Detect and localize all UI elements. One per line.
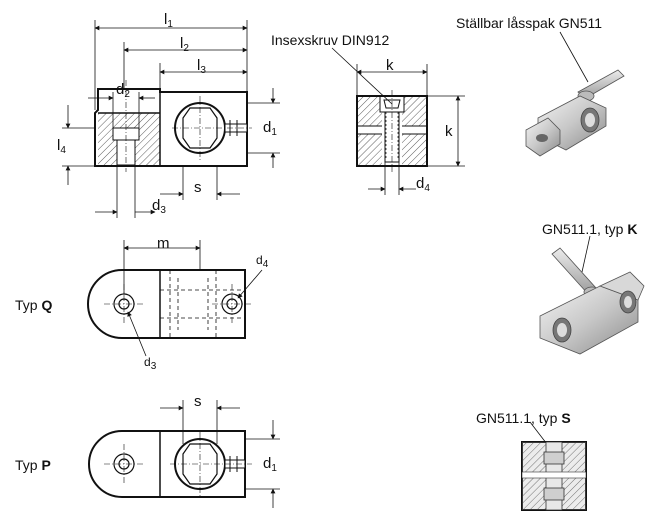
dim-d3-top: d3: [152, 197, 166, 216]
dim-d4-front: d4: [416, 175, 430, 194]
dim-l4: l4: [57, 137, 66, 156]
typ-p-dimensions: [160, 400, 280, 508]
typ-s-render: [521, 421, 587, 511]
dim-l1: l1: [164, 11, 173, 30]
typ-k-render: [539, 235, 645, 355]
typ-q-dimensions: [123, 240, 263, 357]
dim-m: m: [157, 235, 170, 252]
dim-d1-p: d1: [263, 455, 277, 474]
front-section-view: [356, 90, 428, 172]
typ-p-drawing: [88, 430, 252, 498]
dim-k-side: k: [445, 123, 453, 140]
typ-p-label: Typ P: [15, 457, 51, 473]
dim-s-p: s: [194, 393, 202, 410]
lock-lever-render: [525, 31, 625, 157]
dim-s-top: s: [194, 179, 202, 196]
dim-d1-top: d1: [263, 119, 277, 138]
dim-k-top: k: [386, 57, 394, 74]
front-view-dimensions: [331, 47, 465, 195]
dim-d3-q: d3: [144, 355, 157, 372]
typ-q-label: Typ Q: [15, 297, 53, 313]
dim-l2: l2: [180, 35, 189, 54]
typ-q-drawing: [87, 269, 252, 339]
side-view-dimensions: [62, 20, 280, 218]
dim-l3: l3: [197, 57, 206, 76]
dim-d4-q: d4: [256, 253, 269, 270]
lock-lever-callout: Ställbar låsspak GN511: [456, 15, 603, 31]
typ-s-callout: GN511.1, typ S: [476, 410, 571, 426]
dim-d2: d2: [116, 81, 130, 100]
insexskruv-callout: Insexskruv DIN912: [271, 32, 390, 48]
side-section-view: [94, 80, 252, 172]
typ-k-callout: GN511.1, typ K: [542, 221, 638, 237]
